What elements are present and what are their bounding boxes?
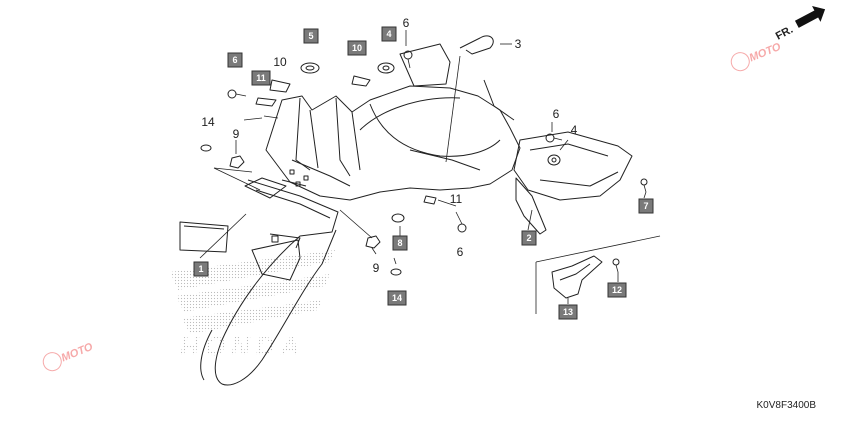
svg-text:13: 13: [563, 307, 573, 317]
rear-cover-panel: [513, 131, 633, 235]
svg-text:7: 7: [643, 201, 648, 211]
frame-line: [535, 235, 661, 263]
callout-7: 7: [638, 198, 654, 214]
svg-text:8: 8: [397, 238, 402, 248]
callout-6a: 6: [227, 52, 243, 68]
callout-9b: 9: [373, 261, 380, 275]
svg-text:12: 12: [612, 285, 622, 295]
honda-wing-watermark: HONDA: [170, 250, 335, 361]
callout-2: 2: [521, 230, 537, 246]
callout-11a: 11: [251, 70, 271, 86]
svg-text:11: 11: [256, 73, 266, 83]
callout-14b: 14: [387, 290, 407, 306]
callout-5: 5: [303, 28, 319, 44]
fr-label: FR.: [774, 24, 795, 43]
callout-4b: 4: [571, 123, 578, 137]
moto-logo-top: MOTO: [730, 41, 783, 72]
callout-1: 1: [193, 261, 209, 277]
rear-fender: [200, 177, 339, 386]
reflector: [179, 221, 229, 253]
hardware: [200, 35, 648, 276]
svg-text:4: 4: [386, 29, 391, 39]
callout-11b: 11: [450, 192, 463, 206]
svg-text:2: 2: [526, 233, 531, 243]
svg-text:14: 14: [392, 293, 402, 303]
callout-10a: 10: [273, 55, 287, 69]
callout-6d: 6: [457, 245, 464, 259]
callout-13: 13: [558, 304, 578, 320]
callout-9a: 9: [233, 127, 240, 141]
svg-text:5: 5: [308, 31, 313, 41]
svg-text:10: 10: [352, 43, 362, 53]
callout-10b: 10: [347, 40, 367, 56]
callout-3: 3: [515, 37, 522, 51]
svg-text:MOTO: MOTO: [748, 41, 783, 65]
callout-14a: 14: [201, 115, 215, 129]
bracket-13: [551, 255, 603, 299]
inner-fender: [265, 43, 521, 201]
svg-text:MOTO: MOTO: [60, 341, 95, 365]
callout-6b: 6: [403, 16, 410, 30]
svg-text:6: 6: [232, 55, 237, 65]
svg-text:1: 1: [198, 264, 203, 274]
callout-6c: 6: [553, 107, 560, 121]
callout-12: 12: [607, 282, 627, 298]
diagram-code: K0V8F3400B: [756, 400, 817, 411]
moto-logo-bottom: MOTO: [42, 341, 95, 372]
front-direction-arrow: FR.: [774, 6, 826, 43]
leader-lines: [199, 30, 647, 304]
watermark-text: HONDA: [180, 331, 305, 361]
callout-4a: 4: [381, 26, 397, 42]
callout-8: 8: [392, 235, 408, 251]
